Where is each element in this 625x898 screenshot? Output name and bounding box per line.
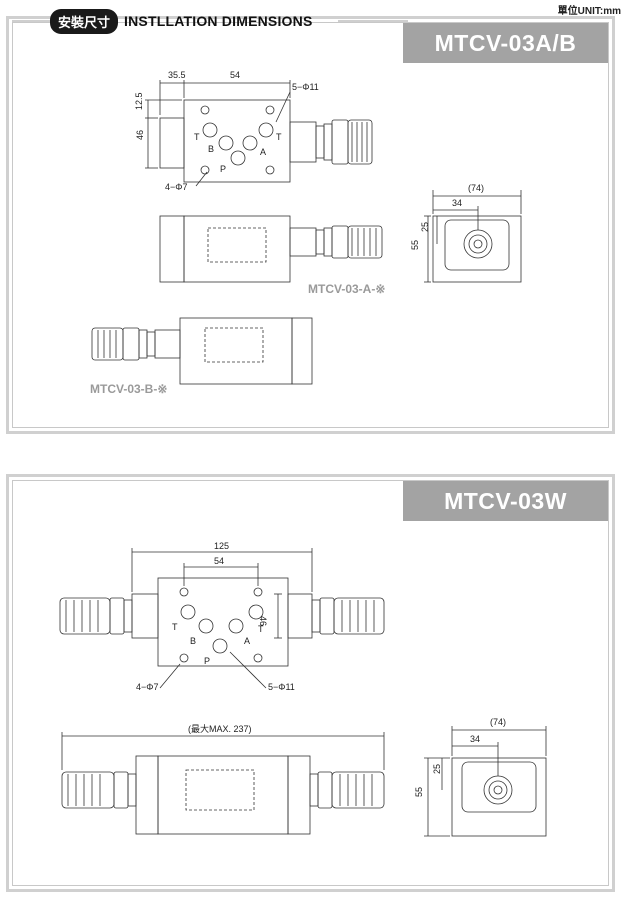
p1-label-t-left: T bbox=[194, 132, 200, 142]
p1-holes-4: 4−Φ7 bbox=[165, 182, 187, 192]
p2-dim-54: 54 bbox=[214, 556, 224, 566]
p1-end-dim-34: 34 bbox=[452, 198, 462, 208]
p1-end-dim-55: 55 bbox=[410, 240, 420, 250]
p2-end-dim-34: 34 bbox=[470, 734, 480, 744]
p1-top-view bbox=[145, 80, 373, 187]
p1-holes-5: 5−Φ11 bbox=[292, 82, 319, 92]
header-title: INSTLLATION DIMENSIONS bbox=[124, 13, 313, 29]
p1-side-view-b bbox=[91, 317, 313, 385]
header-rule-right bbox=[338, 20, 408, 22]
p1-dim-46: 46 bbox=[135, 130, 145, 140]
p2-dim-46: 46 bbox=[258, 616, 268, 626]
model-title-03w: MTCV-03W bbox=[403, 481, 608, 521]
p1-dim-12-5: 12.5 bbox=[134, 92, 144, 110]
p1-bolt-4 bbox=[265, 165, 275, 175]
p2-side-view bbox=[61, 732, 385, 835]
p2-label-p: P bbox=[204, 656, 210, 666]
p1-label-b: B bbox=[208, 144, 214, 154]
panel-mtcv-03ab: MTCV-03A/B bbox=[6, 16, 615, 434]
p1-side-view-a bbox=[159, 215, 383, 283]
panel-inner-border bbox=[12, 22, 609, 428]
p1-end-dim-25: 25 bbox=[420, 222, 430, 232]
p1-port-a bbox=[242, 135, 258, 151]
p1-label-a: A bbox=[260, 147, 266, 157]
model-title-03ab: MTCV-03A/B bbox=[403, 23, 608, 63]
p1-bolt-2 bbox=[265, 105, 275, 115]
p1-bolt-3 bbox=[200, 165, 210, 175]
p2-end-dim-25: 25 bbox=[432, 764, 442, 774]
p1-left-cap bbox=[159, 117, 185, 169]
panel-inner-border bbox=[12, 480, 609, 886]
p2-label-b: B bbox=[190, 636, 196, 646]
p1-port-b bbox=[218, 135, 234, 151]
p2-label-t-right: T bbox=[258, 624, 264, 634]
p1-knob-grip bbox=[347, 119, 373, 165]
p2-holes-4: 4−Φ7 bbox=[136, 682, 158, 692]
p2-end-view bbox=[424, 726, 547, 837]
panel-mtcv-03w: MTCV-03W bbox=[6, 474, 615, 892]
section-header: 安裝尺寸 INSTLLATION DIMENSIONS bbox=[50, 8, 313, 34]
p1-end-dim-74: (74) bbox=[468, 183, 484, 193]
p2-end-dim-55: 55 bbox=[414, 787, 424, 797]
p1-port-t-right bbox=[258, 122, 274, 138]
p1-right-block bbox=[289, 121, 317, 163]
p1-port-t-left bbox=[202, 122, 218, 138]
p1-label-p: P bbox=[220, 164, 226, 174]
p2-top-view bbox=[59, 548, 385, 689]
p1-knob bbox=[331, 119, 349, 165]
p1-label-side-a: MTCV-03-A-※ bbox=[308, 282, 385, 296]
unit-label: 單位UNIT:mm bbox=[557, 6, 621, 17]
p1-end-view bbox=[424, 190, 522, 283]
p1-label-t-right: T bbox=[276, 132, 282, 142]
p2-end-dim-74: (74) bbox=[490, 717, 506, 727]
header-rule-left bbox=[12, 20, 50, 22]
p1-dim-35-5: 35.5 bbox=[168, 70, 186, 80]
header-badge: 安裝尺寸 bbox=[50, 8, 119, 34]
p2-label-a: A bbox=[244, 636, 250, 646]
p2-holes-5: 5−Φ11 bbox=[268, 682, 295, 692]
p1-port-p bbox=[230, 150, 246, 166]
p2-dim-125: 125 bbox=[214, 541, 229, 551]
p1-bolt-1 bbox=[200, 105, 210, 115]
p2-label-t-left: T bbox=[172, 622, 178, 632]
p2-dim-max: (最大MAX. 237) bbox=[188, 723, 252, 734]
p1-label-side-b: MTCV-03-B-※ bbox=[90, 382, 167, 396]
p1-dim-54: 54 bbox=[230, 70, 240, 80]
